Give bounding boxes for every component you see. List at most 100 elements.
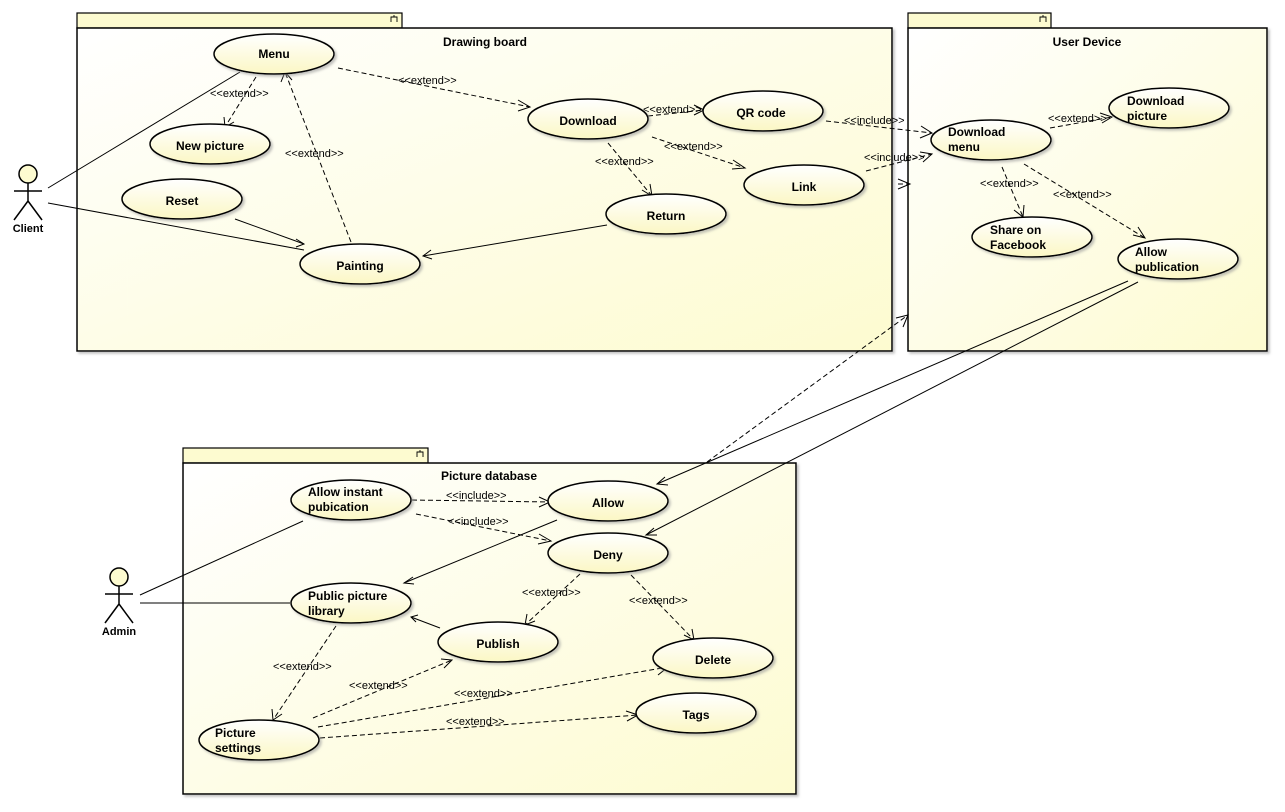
extend-label: <<extend>> xyxy=(1053,189,1112,201)
use-case-label: Download xyxy=(948,125,1005,139)
use-case-label: Link xyxy=(792,180,817,194)
dependency-line xyxy=(1049,116,1113,129)
extend-label: <<extend>> xyxy=(349,680,408,692)
extend-label: <<extend>> xyxy=(446,716,505,728)
dependency-line xyxy=(411,499,551,503)
dependency-line xyxy=(706,314,909,463)
use-case-delete[interactable]: Delete xyxy=(652,637,774,679)
use-case-label: New picture xyxy=(176,139,244,153)
dependency-line xyxy=(630,574,695,641)
use-case-label: Picture xyxy=(215,726,256,740)
extend-label: <<extend>> xyxy=(1048,113,1107,125)
dependency-line xyxy=(607,142,653,197)
use-case-deny[interactable]: Deny xyxy=(547,532,669,574)
association-line xyxy=(644,527,657,536)
use-case-label: Allow xyxy=(1135,245,1168,259)
use-case-tags[interactable]: Tags xyxy=(635,692,757,734)
package-user-device: User Device xyxy=(907,12,1268,352)
use-case-link[interactable]: Link xyxy=(743,164,865,206)
svg-text:Publish: Publish xyxy=(476,637,519,651)
association-line xyxy=(295,238,306,248)
use-cases: Menu New picture Reset Painting Download… xyxy=(121,33,1239,761)
extend-label: <<extend>> xyxy=(454,688,513,700)
extend-label: <<extend>> xyxy=(285,148,344,160)
association-line xyxy=(410,616,441,629)
dependency-line xyxy=(524,573,581,626)
svg-text:Delete: Delete xyxy=(695,653,731,667)
extend-label: <<extend>> xyxy=(522,587,581,599)
dependency-line xyxy=(337,67,531,108)
svg-text:Reset: Reset xyxy=(166,194,199,208)
association-line xyxy=(47,202,305,251)
use-case-label: Delete xyxy=(695,653,731,667)
actor-label: Client xyxy=(13,223,44,235)
use-case-reset[interactable]: Reset xyxy=(121,178,243,220)
include-label: <<include>> xyxy=(844,115,905,127)
association-line xyxy=(234,218,305,245)
dependency-line xyxy=(415,513,552,542)
dependency-line xyxy=(224,76,257,128)
dependency-line xyxy=(825,120,933,134)
use-case-label: pubication xyxy=(308,500,369,514)
use-case-qr-code[interactable]: QR code xyxy=(702,90,824,132)
use-case-label: menu xyxy=(948,140,980,154)
use-case-label: publication xyxy=(1135,260,1199,274)
actor-client[interactable]: Client xyxy=(13,164,44,235)
use-case-label: Public picture xyxy=(308,589,388,603)
dependency-line xyxy=(272,625,337,721)
use-case-publish[interactable]: Publish xyxy=(437,621,559,663)
package-title: Drawing board xyxy=(443,35,527,49)
dependency-line xyxy=(1001,166,1024,218)
association-line xyxy=(139,520,304,596)
extend-label: <<extend>> xyxy=(595,156,654,168)
include-label: <<include>> xyxy=(446,490,507,502)
svg-text:New picture: New picture xyxy=(176,139,244,153)
use-case-label: library xyxy=(308,604,345,618)
use-case-allow[interactable]: Allow xyxy=(547,480,669,522)
svg-text:Tags: Tags xyxy=(682,708,709,722)
extend-label: <<extend>> xyxy=(210,88,269,100)
relation-labels: <<extend>> <<extend>> <<extend>> <<exten… xyxy=(210,75,1112,728)
extend-label: <<extend>> xyxy=(273,661,332,673)
association-line xyxy=(656,280,1129,485)
package-title: Picture database xyxy=(441,469,537,483)
extend-label: <<extend>> xyxy=(643,104,702,116)
association-line xyxy=(403,519,558,584)
actor-body xyxy=(13,183,43,221)
use-case-download[interactable]: Download xyxy=(527,98,649,140)
use-case-return[interactable]: Return xyxy=(605,193,727,235)
use-case-painting[interactable]: Painting xyxy=(299,243,421,285)
include-label: <<include>> xyxy=(864,152,925,164)
dependency-line xyxy=(319,714,639,739)
use-case-menu[interactable]: Menu xyxy=(213,33,335,75)
actor-admin[interactable]: Admin xyxy=(102,567,137,638)
dependency-line xyxy=(865,153,933,172)
use-case-label: Facebook xyxy=(990,238,1046,252)
use-case-label: Deny xyxy=(593,548,623,562)
use-case-label: Allow xyxy=(592,496,625,510)
dependency-line xyxy=(317,666,669,728)
actor-icon xyxy=(18,164,38,184)
use-case-label: Reset xyxy=(166,194,199,208)
association-line xyxy=(422,224,608,257)
use-case-label: Download xyxy=(559,114,616,128)
dependency-line xyxy=(651,136,746,169)
actor-label: Admin xyxy=(102,626,137,638)
extend-label: <<extend>> xyxy=(398,75,457,87)
use-case-new-picture[interactable]: New picture xyxy=(149,123,271,165)
svg-text:Painting: Painting xyxy=(336,259,383,273)
use-case-label: Tags xyxy=(682,708,709,722)
